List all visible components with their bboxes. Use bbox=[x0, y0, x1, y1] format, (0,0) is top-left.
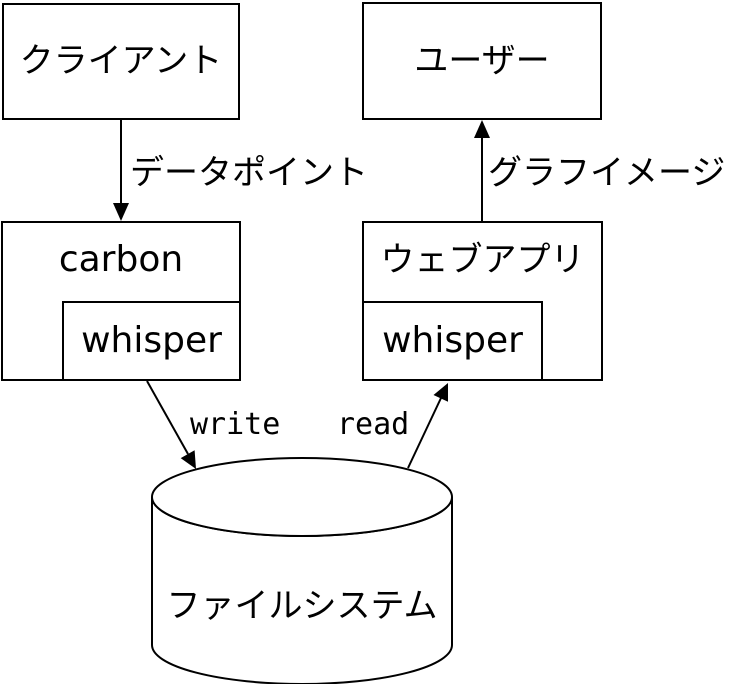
edge-graphimage-arrowhead bbox=[474, 120, 490, 138]
node-client-label: クライアント bbox=[19, 41, 223, 81]
node-filesystem-cylinder bbox=[151, 457, 453, 684]
node-webapp-label: ウェブアプリ bbox=[380, 240, 585, 280]
edge-datapoint-arrow bbox=[113, 120, 129, 221]
node-carbon-whisper-label: whisper bbox=[81, 320, 222, 361]
node-carbon-label: carbon bbox=[58, 239, 184, 280]
node-webapp-whisper-label: whisper bbox=[382, 320, 523, 361]
node-webapp-whisper-box bbox=[362, 301, 543, 381]
node-filesystem-label: ファイルシステム bbox=[166, 586, 438, 626]
node-client-box bbox=[2, 3, 240, 120]
edge-datapoint-arrowhead bbox=[113, 203, 129, 221]
node-carbon-whisper-box bbox=[62, 301, 241, 381]
edge-read-arrowhead bbox=[433, 383, 448, 402]
node-user-box bbox=[362, 2, 602, 120]
edge-read-arrow bbox=[407, 383, 448, 469]
edge-read-label: read bbox=[337, 407, 410, 442]
edge-graphimage-arrow bbox=[474, 120, 490, 221]
edge-datapoint-label: データポイント bbox=[130, 153, 368, 193]
cylinder-top-ellipse bbox=[151, 457, 453, 537]
edge-read-line bbox=[407, 397, 442, 469]
edge-write-arrow bbox=[146, 380, 196, 469]
edge-graphimage-label: グラフイメージ bbox=[488, 153, 726, 193]
node-user-label: ユーザー bbox=[414, 41, 550, 81]
edge-write-line bbox=[146, 380, 189, 455]
edge-write-label: write bbox=[190, 407, 281, 442]
edge-write-arrowhead bbox=[180, 450, 196, 469]
